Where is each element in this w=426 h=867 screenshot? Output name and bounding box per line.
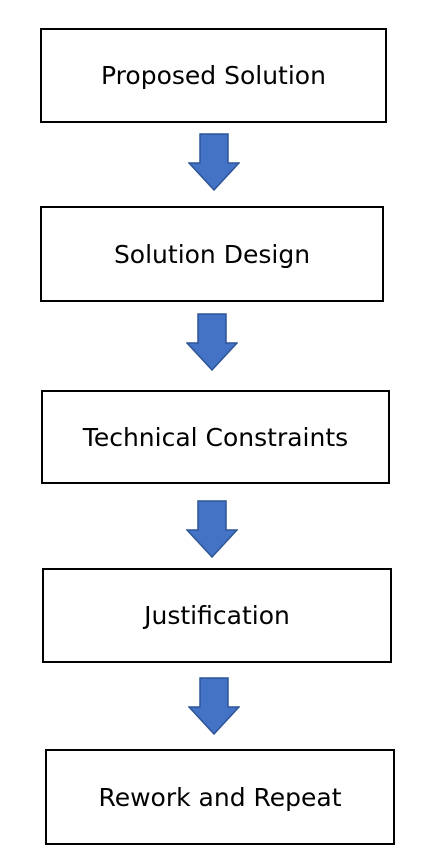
arrow-down-icon [186,313,238,371]
step-label: Rework and Repeat [98,782,342,812]
step-proposed-solution: Proposed Solution [40,28,387,123]
arrow-down-icon [186,500,238,558]
arrow-down-icon [188,133,240,191]
step-label: Justification [144,601,290,630]
arrow-down-icon [188,677,240,735]
step-rework-and-repeat: Rework and Repeat [45,749,395,845]
step-solution-design: Solution Design [40,206,384,302]
step-justification: Justification [42,568,392,663]
step-label: Technical Constraints [82,422,349,452]
step-technical-constraints: Technical Constraints [41,390,390,484]
step-label: Solution Design [113,239,311,269]
step-label: Proposed Solution [101,61,326,90]
